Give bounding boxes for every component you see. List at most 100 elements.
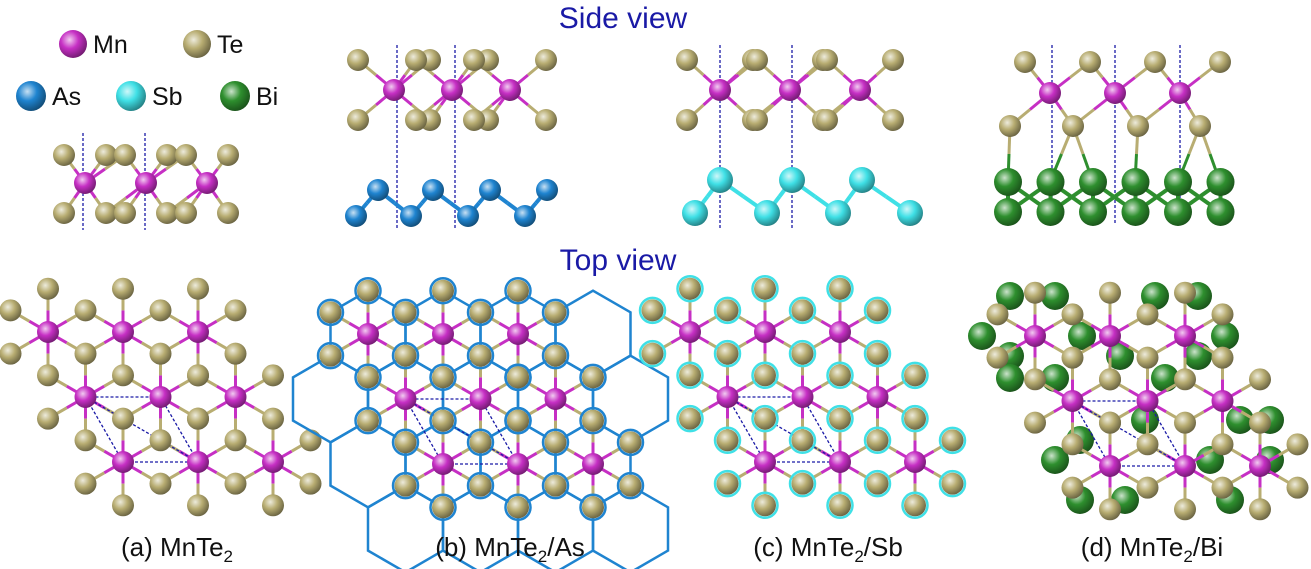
te-atom: [217, 202, 239, 224]
te-atom: [1136, 346, 1159, 369]
side-view-mnte2-bi: [994, 45, 1235, 226]
mn-atom: [829, 451, 851, 473]
mn-atom: [224, 386, 247, 408]
te-atom: [581, 366, 604, 389]
substrate-atom-outline: [579, 406, 607, 435]
mn-atom: [866, 386, 889, 408]
te-atom: [1249, 498, 1271, 521]
substrate-atom-outline: [391, 428, 420, 457]
bi-atom: [1121, 168, 1150, 196]
substrate-atom-outline: [504, 493, 532, 522]
te-atom: [74, 429, 97, 452]
atom-legend: Mn Te As Sb Bi: [16, 30, 278, 111]
te-atom: [149, 429, 172, 452]
te-atom: [999, 115, 1021, 137]
legend-item-bi: Bi: [220, 81, 278, 111]
te-atom: [1136, 476, 1159, 499]
te-atom: [1061, 476, 1084, 499]
te-atom: [394, 344, 417, 367]
te-atom: [716, 299, 739, 322]
substrate-atom-outline: [638, 339, 667, 368]
side-view-mnte2-sb: [676, 45, 923, 228]
te-atom: [112, 277, 134, 300]
substrate-atom-outline: [429, 363, 457, 392]
bi-atom: [1141, 282, 1169, 310]
te-atom: [217, 144, 239, 166]
te-atom: [619, 431, 642, 454]
te-atom: [791, 429, 814, 452]
bi-atom: [1131, 406, 1159, 434]
te-atom: [112, 494, 134, 517]
substrate-atom-outline: [676, 404, 704, 433]
mn-atom-swatch: [59, 30, 87, 58]
caption-d: (d) MnTe2/Bi: [1081, 532, 1223, 566]
side-view-heading: Side view: [559, 2, 688, 35]
te-atom: [37, 277, 59, 300]
mn-atom: [1039, 82, 1061, 104]
te-atom: [1211, 476, 1234, 499]
te-atom: [1211, 346, 1234, 369]
te-atom: [1061, 433, 1084, 456]
te-atom: [1024, 368, 1046, 391]
as-atom-swatch: [16, 81, 46, 111]
te-atom: [74, 342, 97, 365]
mn-atom: [112, 321, 134, 343]
mn-atom: [544, 388, 567, 410]
bi-atom: [1211, 322, 1239, 350]
te-atom: [432, 366, 454, 389]
mn-atom: [135, 172, 157, 194]
substrate-atom-outline: [541, 341, 570, 370]
te-atom: [829, 277, 851, 300]
substrate-atom-outline: [826, 491, 854, 520]
te-atom: [754, 277, 776, 300]
te-atom: [1211, 433, 1234, 456]
te-atom: [679, 364, 701, 387]
te-atom: [53, 202, 75, 224]
te-atom: [507, 409, 530, 432]
mn-atom: [441, 79, 463, 101]
substrate-atom-outline: [751, 274, 779, 303]
te-atom: [679, 277, 701, 300]
te-atom: [828, 407, 851, 430]
as-atom: [479, 179, 501, 201]
substrate-atom-outline: [429, 406, 457, 435]
te-atom: [156, 202, 178, 224]
mn-atom: [507, 453, 529, 475]
te-atom: [37, 364, 59, 387]
sb-atom-swatch: [116, 81, 146, 111]
legend-item-te: Te: [183, 30, 243, 59]
bi-atom: [1121, 198, 1150, 226]
te-atom: [507, 279, 529, 302]
te-atom: [1099, 281, 1121, 304]
substrate-atom-outline: [938, 469, 967, 498]
substrate-atom-outline: [391, 471, 420, 500]
te-atom: [754, 364, 776, 387]
top-view-mnte2-as: [291, 276, 670, 569]
te-atom: [866, 472, 889, 495]
mn-atom: [432, 323, 454, 345]
te-atom: [882, 49, 904, 71]
unit-cell-line: [404, 398, 444, 465]
mn-atom: [791, 386, 814, 408]
te-atom: [641, 342, 664, 365]
substrate-atom-outline: [713, 296, 742, 325]
te-atom: [431, 409, 454, 432]
te-atom: [746, 109, 768, 131]
bi-atom: [1079, 198, 1107, 226]
te-atom: [866, 429, 889, 452]
mn-atom: [507, 323, 529, 345]
bi-atom: [994, 198, 1022, 226]
mn-atom: [1024, 325, 1046, 347]
mn-atom: [149, 386, 172, 408]
te-atom: [986, 346, 1009, 369]
te-atom: [581, 409, 604, 432]
te-atom: [95, 202, 117, 224]
te-atom: [262, 494, 284, 517]
mn-atom: [709, 79, 731, 101]
te-atom: [394, 474, 417, 497]
mn-atom: [1136, 390, 1159, 412]
te-atom: [357, 366, 379, 389]
te-atom: [299, 429, 322, 452]
substrate-atom-outline: [788, 296, 817, 325]
